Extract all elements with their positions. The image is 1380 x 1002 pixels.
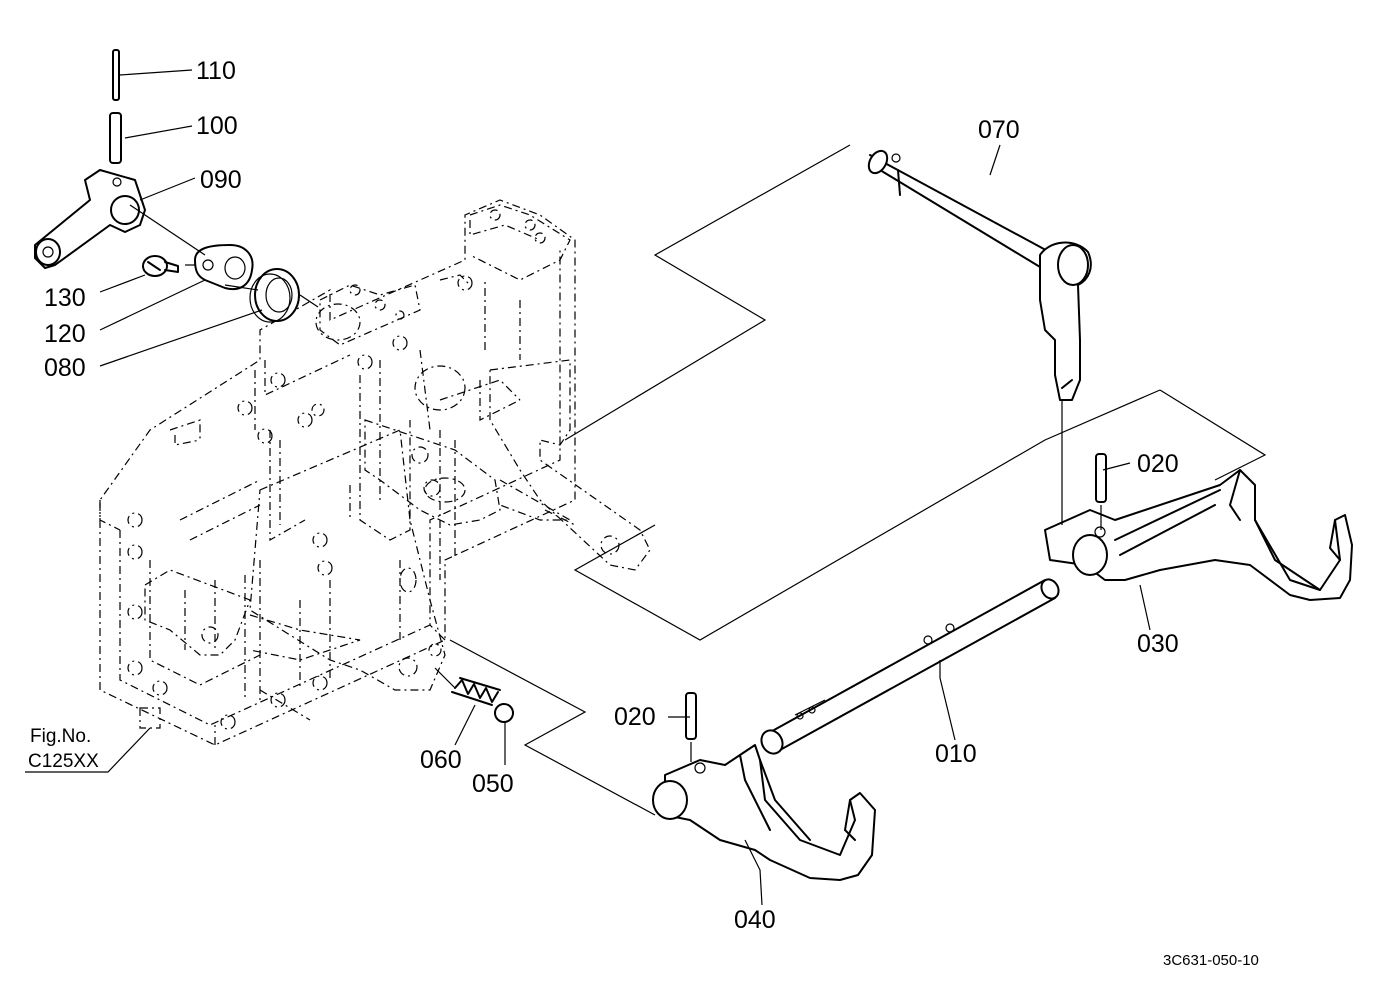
part-120-plate	[194, 244, 254, 290]
reference-line-1: Fig.No.	[30, 726, 91, 747]
part-070-shaft-arm	[867, 149, 1092, 401]
label-090: 090	[200, 166, 242, 194]
label-120: 120	[44, 320, 86, 348]
label-020-upper: 020	[1137, 450, 1179, 478]
part-050-ball	[494, 703, 514, 723]
label-030: 030	[1137, 630, 1179, 658]
alignment-lines	[129, 144, 1267, 816]
part-080-seal	[249, 268, 300, 323]
reference-line-2: C125XX	[28, 751, 99, 772]
part-100-pin	[109, 112, 122, 164]
part-060-spring	[451, 677, 501, 706]
part-010-shaft	[760, 578, 1060, 755]
part-040-fork	[652, 744, 876, 881]
part-090-lever	[34, 169, 146, 269]
label-130: 130	[44, 284, 86, 312]
part-110-pin	[112, 49, 120, 101]
gearbox-housing	[99, 199, 651, 746]
label-050: 050	[472, 770, 514, 798]
diagram-code: 3C631-050-10	[1163, 952, 1259, 969]
label-100: 100	[196, 112, 238, 140]
part-130-bolt	[142, 255, 179, 277]
label-110: 110	[196, 57, 236, 85]
leader-lines	[25, 69, 1151, 906]
label-060: 060	[420, 746, 462, 774]
figure-reference: Fig.No. C125XX	[28, 726, 99, 772]
part-030-fork	[1044, 469, 1353, 601]
label-080: 080	[44, 354, 86, 382]
part-020-pin-upper	[1095, 453, 1107, 530]
part-020-pin-lower	[685, 692, 697, 762]
label-020-lower: 020	[614, 703, 656, 731]
label-010: 010	[935, 740, 977, 768]
label-040: 040	[734, 906, 776, 934]
part-labels: 110 100 090 130 120 080 070 020 030 010 …	[44, 57, 1179, 934]
label-070: 070	[978, 116, 1020, 144]
